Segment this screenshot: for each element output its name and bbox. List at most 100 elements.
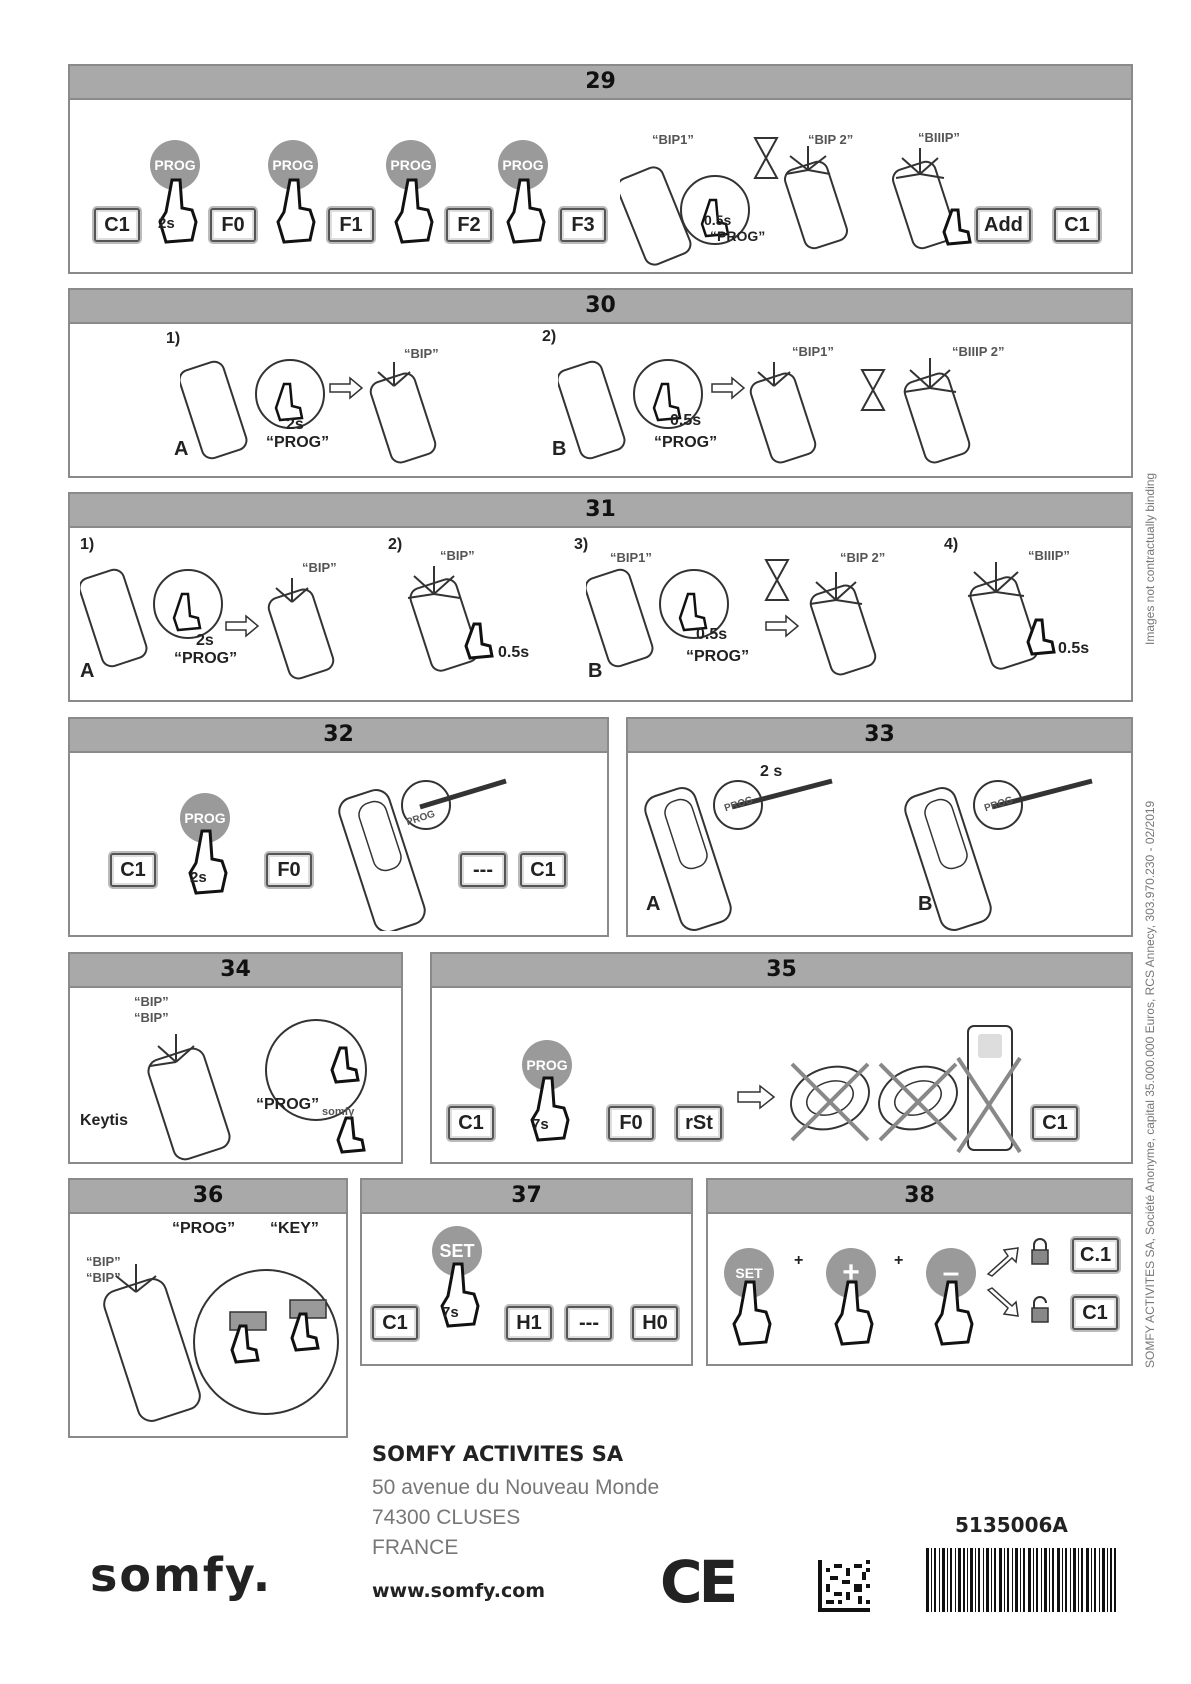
remote-zoom-icon (558, 359, 703, 460)
panel-30-number: 30 (70, 290, 1131, 324)
panel-32: 32 C1 PROG 2s F0 PROG --- C1 (68, 717, 609, 937)
bip-label: “BIP” (404, 346, 439, 361)
duration-label: 0.5s (670, 412, 702, 429)
website-link[interactable]: www.somfy.com (372, 1580, 546, 1602)
bip-label: “BIP” (86, 1270, 121, 1285)
key-c1: C1 (94, 208, 140, 242)
duration-label: 0.5s (498, 644, 530, 661)
hand-press-icon (276, 178, 316, 244)
hourglass-icon (753, 137, 779, 179)
variant-letter: A (646, 893, 661, 915)
arrow-right-icon (737, 1084, 776, 1110)
bip-label: “BIP 2” (808, 132, 854, 147)
lock-closed-icon (1031, 1238, 1049, 1265)
bip-label: “BIP” (440, 548, 475, 563)
panel-38-number: 38 (708, 1180, 1131, 1214)
panel-29-number: 29 (70, 66, 1131, 100)
panel-35-number: 35 (432, 954, 1131, 988)
key-quote-label: “KEY” (270, 1220, 319, 1237)
prog-quote-label: “PROG” (174, 650, 238, 667)
duration-label: 2s (158, 215, 175, 232)
hand-press-icon (394, 178, 434, 244)
plus-sign: + (794, 1252, 804, 1269)
key-c1: C1 (1032, 1106, 1078, 1140)
variant-letter: B (552, 438, 567, 460)
key-c1: C1 (1072, 1296, 1118, 1330)
variant-letter: B (918, 893, 933, 915)
lock-open-icon (1031, 1296, 1049, 1323)
panel-37-number: 37 (362, 1180, 691, 1214)
arrow-right-icon (765, 614, 800, 638)
variant-letter: A (80, 660, 95, 682)
hourglass-icon (860, 369, 886, 411)
duration-label: 7s (442, 1304, 459, 1321)
key-add: Add (976, 208, 1031, 242)
remote-zoom-icon (80, 568, 223, 668)
key-c1: C1 (372, 1306, 418, 1340)
remote-pen-icon (904, 778, 1093, 931)
plus-sign: + (894, 1252, 904, 1269)
remote-flash-icon (809, 572, 877, 676)
remote-flash-icon (147, 1034, 231, 1161)
bip-label: “BIIIP” (918, 130, 960, 145)
arrow-right-icon (329, 376, 364, 400)
bip-label: “BIIIP 2” (952, 344, 1005, 359)
key-f0: F0 (608, 1106, 654, 1140)
company-name: SOMFY ACTIVITES SA (372, 1442, 624, 1466)
remote-zoom-icon (586, 568, 729, 668)
bip-label: “BIP” (86, 1254, 121, 1269)
variant-letter: B (588, 660, 603, 682)
arrow-up-right-icon (986, 1247, 1019, 1277)
bip-label: “BIP1” (652, 132, 694, 147)
key-f3: F3 (560, 208, 606, 242)
prog-quote-label: “PROG” (686, 648, 750, 665)
key-f1: F1 (328, 208, 374, 242)
hand-press-icon (834, 1280, 874, 1346)
step-label: 1) (166, 330, 181, 347)
prog-quote-label: “PROG” (654, 434, 718, 451)
duration-label: 7s (532, 1116, 549, 1133)
panel-35: 35 C1 PROG 7s F0 rSt C1 (430, 952, 1133, 1164)
key-dashes: --- (460, 853, 506, 887)
key-rst: rSt (676, 1106, 722, 1140)
duration-label: 0.5s (704, 212, 732, 228)
prog-quote-label: “PROG” (710, 228, 766, 244)
panel-31: 31 1) 2s “PROG” A “BIP” 2) “BIP” 0.5s 3)… (68, 492, 1133, 702)
address-line-3: FRANCE (372, 1536, 459, 1559)
key-c-dot-1: C.1 (1072, 1238, 1120, 1272)
duration-label: 2s (190, 869, 207, 886)
variant-letter: A (174, 438, 189, 460)
panel-33: 33 2 s PROG A PROG B (626, 717, 1133, 937)
remote-zoom-press-icon (103, 1264, 339, 1422)
remote-zoom-press-icon (265, 1019, 367, 1154)
key-dashes: --- (566, 1306, 612, 1340)
prog-quote-label: “PROG” (266, 434, 330, 451)
remote-flash-icon (267, 578, 335, 680)
hourglass-icon (764, 559, 790, 601)
keytis-label: Keytis (80, 1112, 129, 1129)
hand-press-icon (934, 1280, 974, 1346)
panel-34-number: 34 (70, 954, 401, 988)
panel-34: 34 “BIP” “BIP” Keytis “PROG” somfy (68, 952, 403, 1164)
somfy-small-label: somfy (322, 1106, 355, 1118)
key-c1: C1 (110, 853, 156, 887)
panel-36-number: 36 (70, 1180, 346, 1214)
prog-quote-label: “PROG” (256, 1096, 320, 1113)
ce-mark: CE (660, 1548, 738, 1616)
bip-label: “BIIIP” (1028, 548, 1070, 563)
key-f2: F2 (446, 208, 492, 242)
prog-button: PROG (268, 140, 318, 190)
barcode-icon (926, 1548, 1116, 1612)
bip-label: “BIP1” (610, 550, 652, 565)
hand-press-icon (732, 1280, 772, 1346)
hand-press-icon (188, 829, 228, 895)
document-number: 5135006A (955, 1513, 1068, 1537)
duration-label: 2s (286, 416, 304, 433)
remote-flash-icon (784, 146, 848, 250)
arrow-right-icon (225, 614, 260, 638)
step-label: 3) (574, 536, 589, 553)
duration-label: 2s (196, 632, 214, 649)
remote-flash-icon (903, 358, 971, 464)
remote-pen-icon (338, 778, 507, 931)
remote-flash-icon (749, 362, 817, 464)
